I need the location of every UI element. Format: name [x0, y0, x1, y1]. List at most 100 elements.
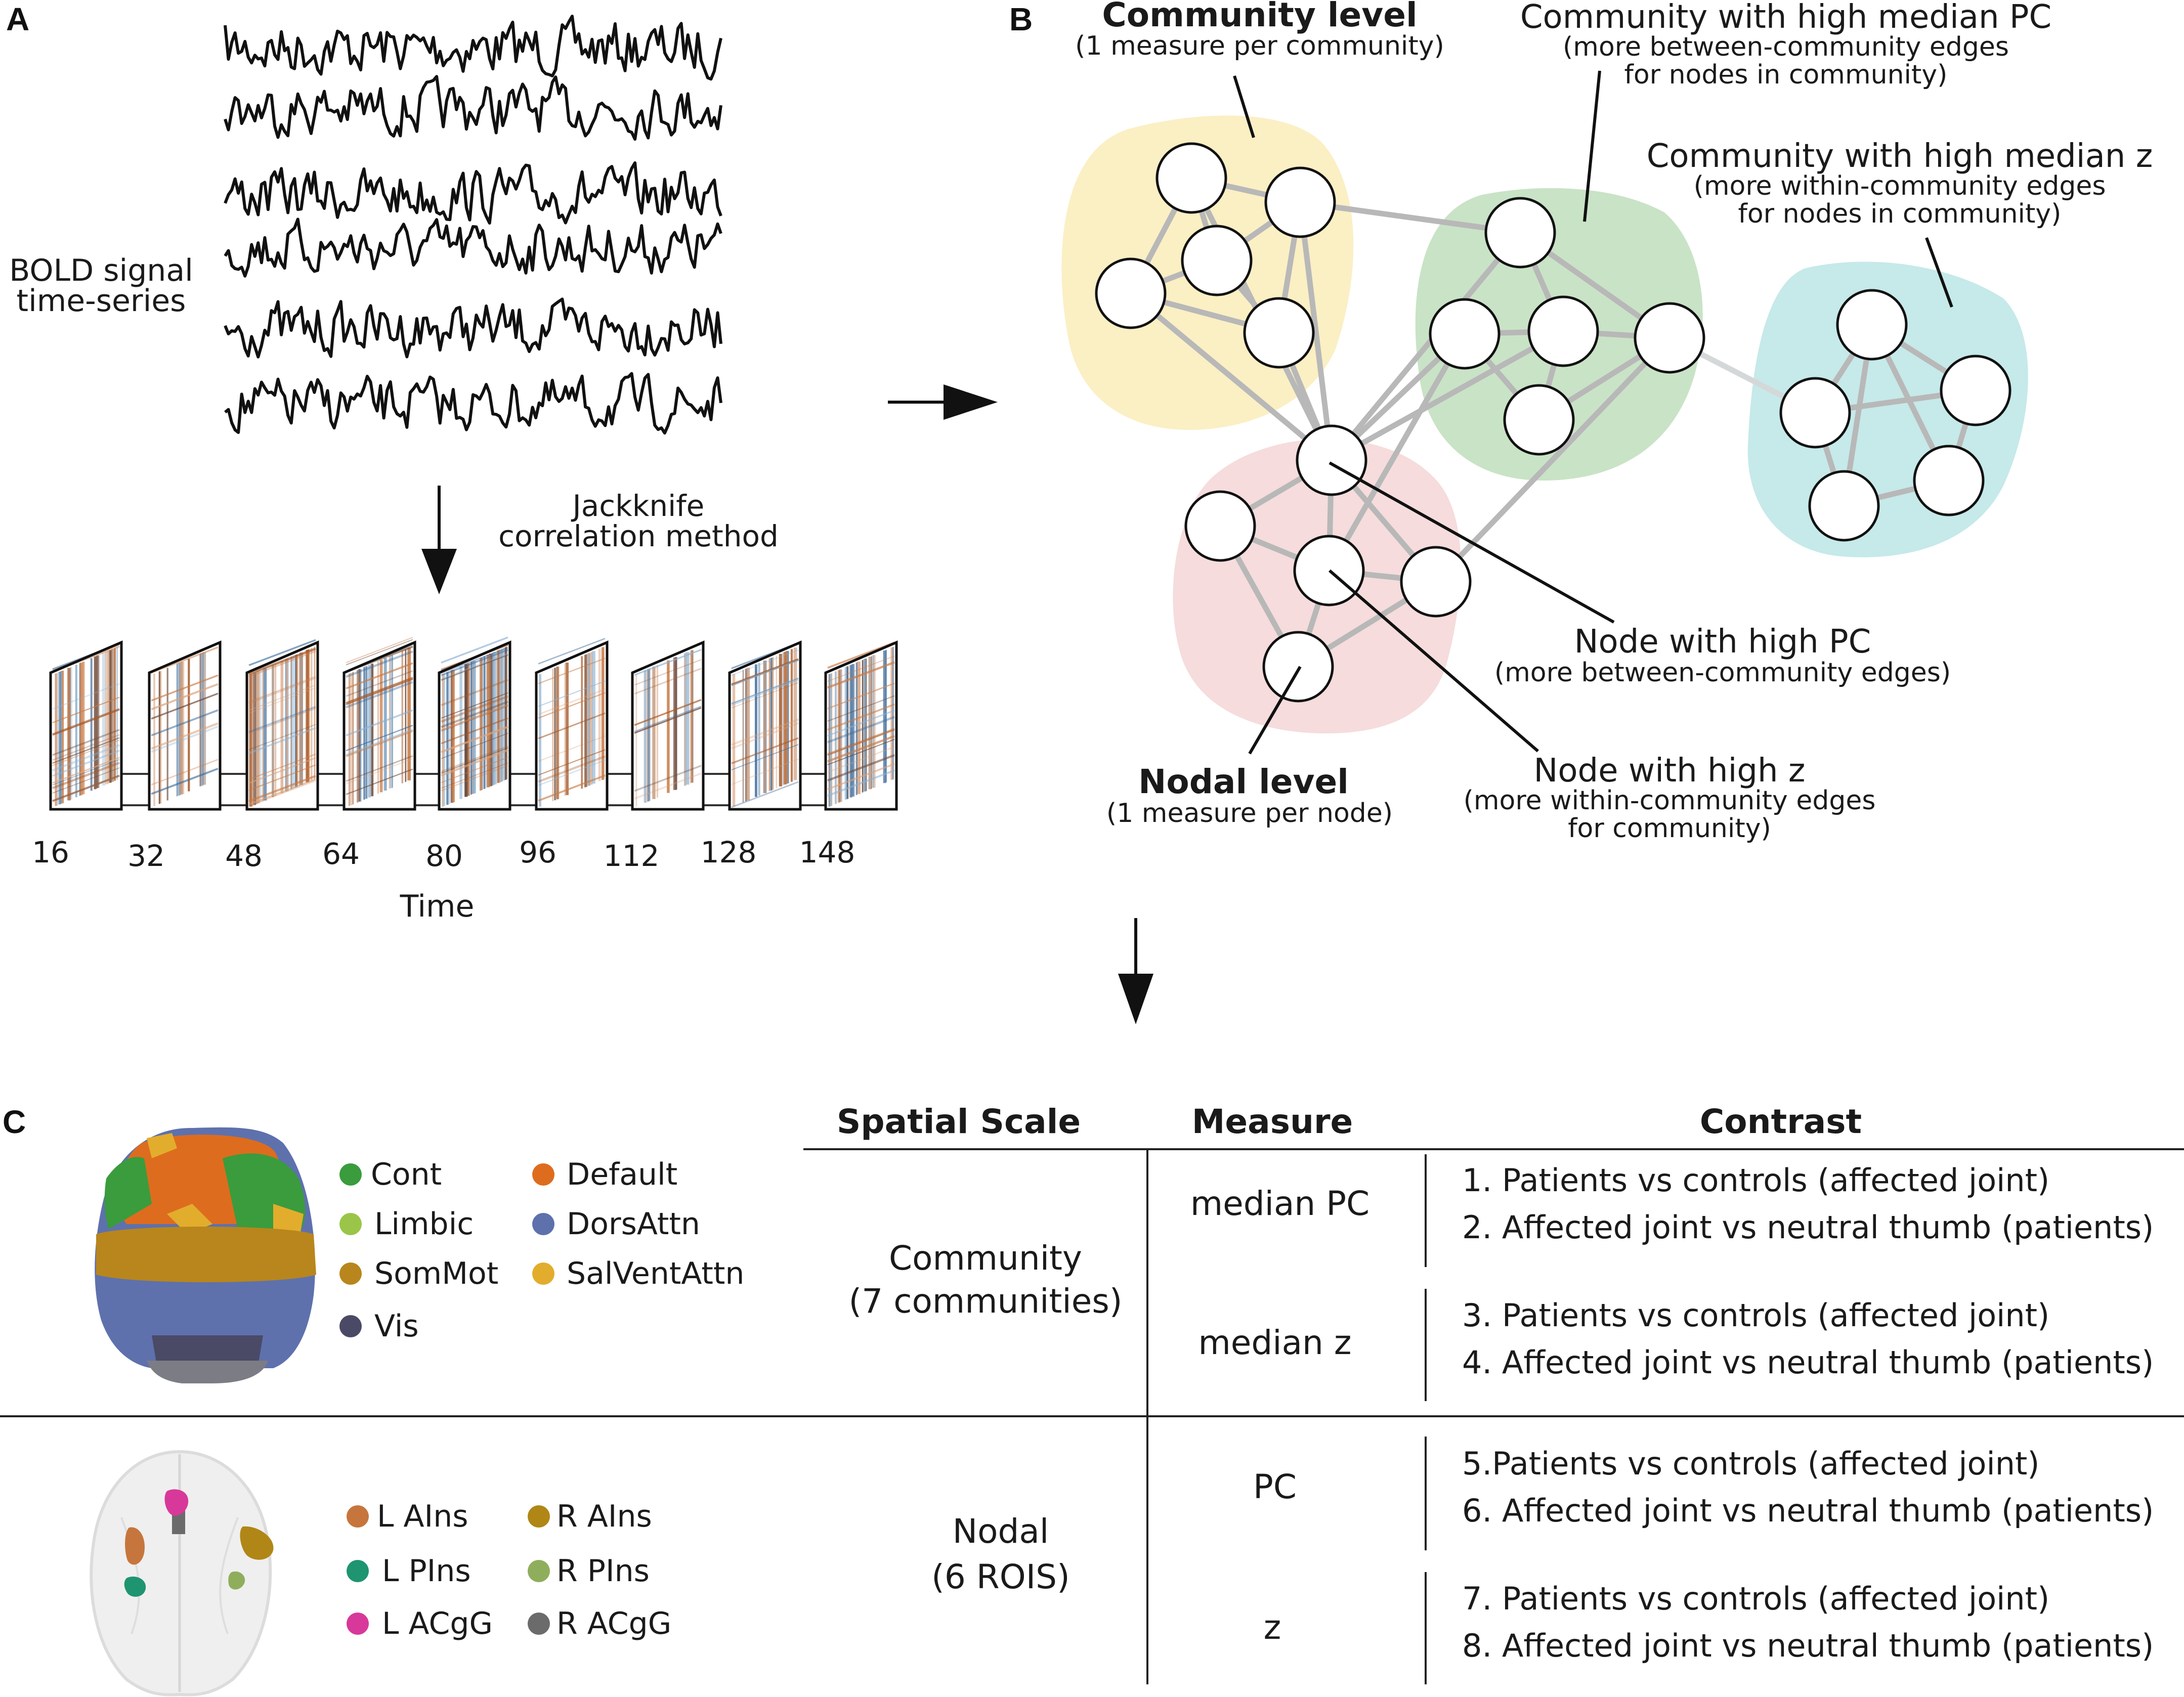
time-tick: 64	[322, 837, 360, 871]
matrix-band	[827, 735, 895, 763]
network-node	[1940, 355, 2011, 426]
matrix-band	[248, 676, 316, 704]
matrix-band	[634, 707, 702, 734]
network-node	[1836, 289, 1908, 361]
matrix-band	[52, 737, 120, 764]
matrix-band	[151, 709, 219, 736]
matrix-band	[634, 649, 702, 676]
matrix-band	[731, 649, 799, 676]
high-pc-community-sub2: for nodes in community)	[1624, 60, 1948, 90]
matrix-band	[248, 706, 316, 733]
header-spatial-scale: Spatial Scale	[837, 1102, 1081, 1141]
matrix-band	[827, 769, 895, 797]
matrix-band	[441, 654, 508, 681]
matrix-band	[346, 639, 413, 666]
legend-dot-r-pins	[528, 1560, 550, 1582]
legend-dot-r-ains	[528, 1505, 550, 1528]
matrix-band	[346, 676, 413, 704]
network-edge	[1297, 199, 1335, 463]
matrix-band	[731, 658, 799, 686]
time-tick: 48	[225, 839, 263, 873]
right-arrow-head	[944, 384, 998, 420]
leader-node-high-pc	[1329, 461, 1615, 624]
network-node	[1484, 197, 1556, 269]
legend-label-r-acgg: R ACgG	[556, 1606, 671, 1641]
matrix-band	[441, 649, 508, 676]
brain-roi-image	[90, 1450, 274, 1696]
matrix-band	[52, 759, 120, 786]
matrix-band	[346, 730, 413, 757]
matrix-band	[538, 712, 606, 739]
legend-dot-limbic	[339, 1213, 362, 1235]
leader-node-high-z	[1329, 569, 1539, 753]
legend-label-l-acgg: L ACgG	[382, 1606, 493, 1641]
network-node	[1155, 142, 1227, 214]
network-node	[1400, 546, 1472, 618]
time-tick: 128	[701, 835, 757, 869]
matrix-band	[441, 726, 508, 754]
time-tick: 16	[32, 835, 69, 869]
network-edge	[1433, 335, 1673, 585]
matrix-band	[731, 677, 799, 705]
matrix-band	[731, 722, 799, 750]
matrix-band	[441, 749, 508, 777]
matrix-band	[248, 684, 316, 711]
matrix-band	[827, 661, 895, 689]
measure-median-z: median z	[1198, 1323, 1351, 1362]
bold-signal-trace	[224, 75, 722, 141]
matrix-band	[52, 744, 120, 772]
matrix-band	[731, 758, 799, 785]
correlation-matrix	[631, 640, 705, 811]
matrix-border	[49, 640, 123, 811]
network-node	[1264, 166, 1336, 238]
matrix-band	[441, 757, 508, 783]
legend-dot-l-acgg	[347, 1613, 369, 1635]
nodal-level-title: Nodal level	[1138, 762, 1349, 801]
time-tick: 32	[127, 839, 165, 873]
scale-community-line2: (7 communities)	[849, 1282, 1123, 1321]
matrix-band	[52, 774, 120, 802]
legend-dot-sommot	[339, 1263, 362, 1285]
matrix-band	[248, 650, 316, 677]
matrix-band	[827, 729, 895, 756]
matrix-band	[248, 775, 316, 803]
legend-dot-vis	[339, 1315, 362, 1337]
matrix-band	[52, 774, 120, 802]
bold-signal-trace	[224, 217, 722, 278]
high-z-community-title: Community with high median z	[1647, 138, 2153, 175]
matrix-band	[441, 695, 508, 723]
network-node	[1808, 470, 1880, 542]
correlation-matrix	[535, 638, 609, 811]
matrix-band	[441, 636, 508, 664]
matrix-band	[827, 682, 895, 709]
bold-signal-trace	[224, 372, 722, 435]
bold-signal-trace	[224, 161, 722, 225]
matrix-band	[441, 704, 508, 731]
matrix-band	[346, 755, 413, 782]
legend-dot-r-acgg	[528, 1613, 550, 1635]
network-edge	[1128, 290, 1335, 463]
matrix-band	[731, 679, 799, 706]
matrix-band	[52, 683, 120, 710]
matrix-band	[731, 659, 799, 686]
correlation-matrix	[342, 637, 416, 811]
time-axis-ticks: 16 32 48 64 80 96 112 128 148	[32, 835, 855, 873]
method-line1: Jackknife	[571, 489, 705, 523]
matrix-band	[538, 759, 606, 786]
matrix-band	[441, 706, 508, 732]
contrast-item: 7. Patients vs controls (affected joint)	[1462, 1580, 2049, 1617]
correlation-matrix	[438, 636, 511, 811]
roi-r-ains	[240, 1526, 274, 1560]
matrix-band	[538, 735, 606, 762]
bold-signal-traces	[224, 15, 722, 435]
legend-dot-l-pins	[347, 1560, 369, 1582]
network-node	[1503, 384, 1575, 456]
legend-dot-default	[532, 1163, 554, 1186]
matrix-band	[52, 697, 120, 723]
matrix-border	[148, 640, 222, 811]
panel-label-c: C	[3, 1104, 26, 1140]
matrix-band	[248, 687, 316, 714]
matrix-band	[346, 681, 413, 709]
roi-r-pins	[228, 1571, 245, 1590]
